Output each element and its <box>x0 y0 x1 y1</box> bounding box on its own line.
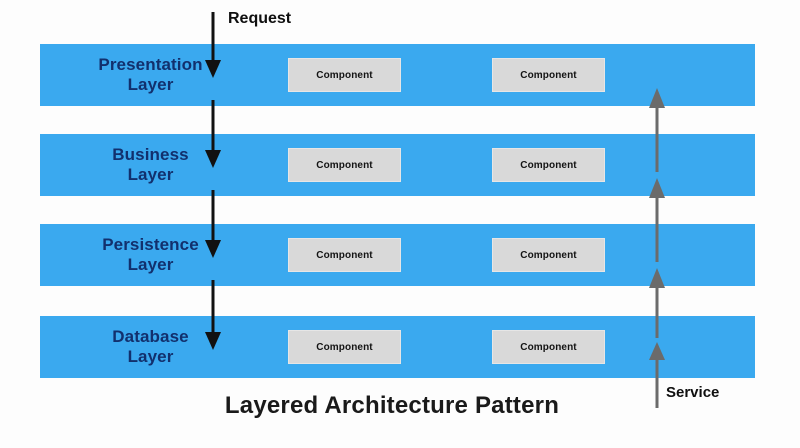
component-box[interactable]: Component <box>288 148 401 182</box>
layer-bar-persistence[interactable]: Persistence Layer Component Component <box>40 224 755 286</box>
layer-label-line2: Layer <box>127 165 174 184</box>
layer-label-line1: Database <box>112 327 189 347</box>
layer-label-line1: Persistence <box>102 235 199 255</box>
layer-label-database: Database Layer <box>48 316 253 378</box>
request-flow-label: Request <box>228 10 292 27</box>
component-box[interactable]: Component <box>492 148 605 182</box>
layer-label-line2: Layer <box>127 347 174 366</box>
component-box[interactable]: Component <box>492 238 605 272</box>
layer-label-presentation: Presentation Layer <box>48 44 253 106</box>
layer-label-line2: Layer <box>127 255 174 274</box>
diagram-title: Layered Architecture Pattern <box>224 392 560 419</box>
service-flow-label: Service <box>666 384 720 401</box>
layer-label-line1: Business <box>112 145 189 165</box>
layer-label-line2: Layer <box>127 75 174 94</box>
component-box[interactable]: Component <box>288 238 401 272</box>
component-box[interactable]: Component <box>492 330 605 364</box>
layer-bar-database[interactable]: Database Layer Component Component <box>40 316 755 378</box>
layer-bar-presentation[interactable]: Presentation Layer Component Component <box>40 44 755 106</box>
component-box[interactable]: Component <box>492 58 605 92</box>
layer-label-persistence: Persistence Layer <box>48 224 253 286</box>
component-box[interactable]: Component <box>288 58 401 92</box>
layer-label-line1: Presentation <box>98 55 203 75</box>
component-box[interactable]: Component <box>288 330 401 364</box>
layer-label-business: Business Layer <box>48 134 253 196</box>
layer-bar-business[interactable]: Business Layer Component Component <box>40 134 755 196</box>
